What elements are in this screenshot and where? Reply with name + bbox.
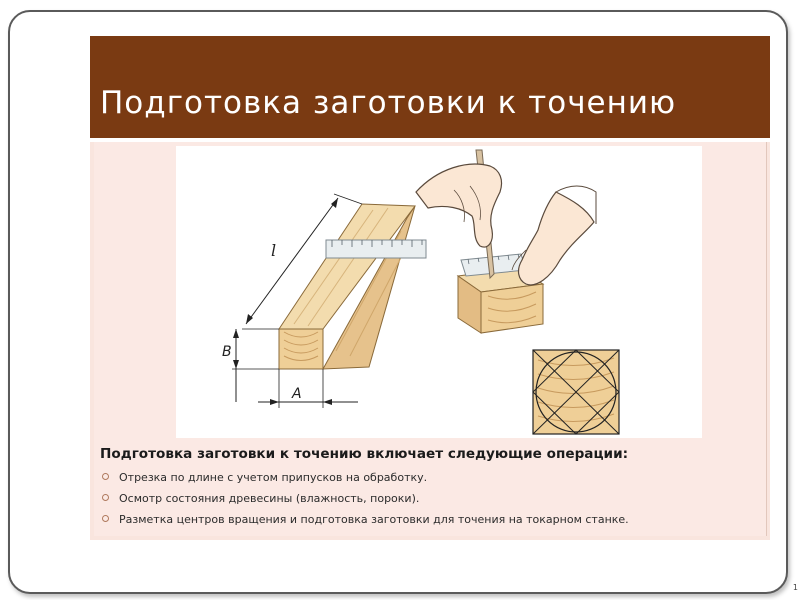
list-item-text: Разметка центров вращения и подготовка з… xyxy=(119,513,629,526)
operations-heading: Подготовка заготовки к точению включает … xyxy=(100,446,629,462)
list-item-text: Осмотр состояния древесины (влажность, п… xyxy=(119,492,420,505)
title-divider xyxy=(90,138,770,142)
width-label: A xyxy=(291,386,302,402)
operations-list: Отрезка по длине с учетом припусков на о… xyxy=(102,470,629,533)
bullet-icon xyxy=(102,494,109,501)
end-face-marking-drawing xyxy=(532,349,620,435)
marking-block-drawing xyxy=(415,149,597,334)
bullet-icon xyxy=(102,515,109,522)
length-label: l xyxy=(271,241,276,260)
list-item: Разметка центров вращения и подготовка з… xyxy=(102,512,629,533)
list-item-text: Отрезка по длине с учетом припусков на о… xyxy=(119,471,428,484)
height-label: B xyxy=(222,344,232,360)
list-item: Осмотр состояния древесины (влажность, п… xyxy=(102,491,629,512)
wooden-bar-drawing xyxy=(232,193,427,408)
slide-panel: Подготовка заготовки к точению xyxy=(90,36,770,540)
title-bar: Подготовка заготовки к точению xyxy=(90,36,770,138)
content-area: l B A xyxy=(94,142,767,536)
bullet-icon xyxy=(102,473,109,480)
list-item: Отрезка по длине с учетом припусков на о… xyxy=(102,470,629,491)
slide-title: Подготовка заготовки к точению xyxy=(100,85,677,121)
slide-frame: Подготовка заготовки к точению xyxy=(8,10,788,594)
page-marker: 1 xyxy=(792,583,798,592)
woodwork-illustration: l B A xyxy=(176,146,702,438)
